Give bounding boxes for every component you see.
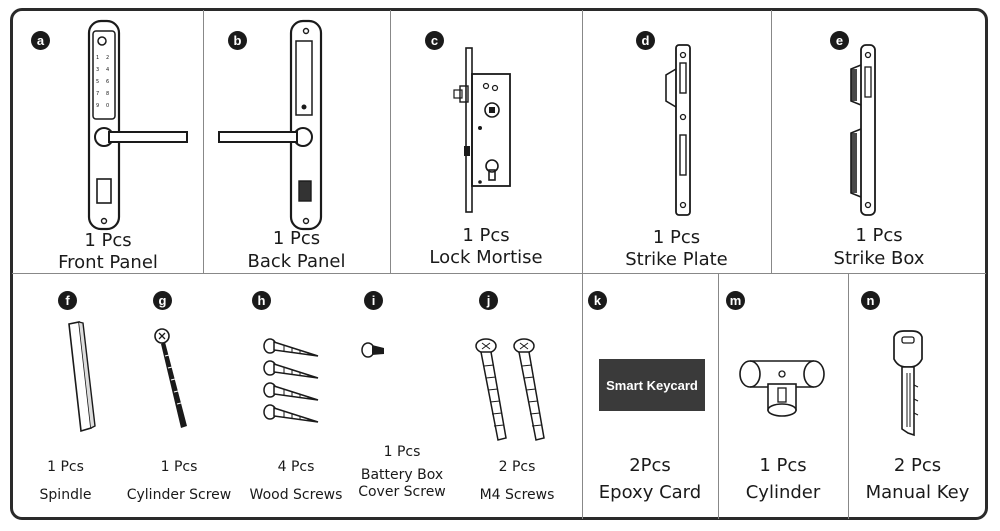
svg-text:6: 6 [106, 79, 109, 85]
battery-cover-screw-icon [361, 342, 384, 358]
svg-text:5: 5 [96, 79, 99, 85]
strike-box-icon [850, 44, 876, 216]
part-letter-badge: a [31, 31, 50, 50]
svg-text:3: 3 [96, 67, 99, 73]
part-cylinder-screw: g 1 Pcs Cylinder Screw [118, 274, 240, 519]
part-letter-badge: d [636, 31, 655, 50]
part-front-panel: a 1 2 3 4 5 6 7 8 9 0 1 Pcs Front Panel [13, 11, 203, 273]
column-divider [718, 273, 719, 519]
part-quantity: 1 Pcs [84, 230, 132, 251]
svg-text:7: 7 [96, 91, 99, 97]
row-divider [12, 273, 986, 274]
manual-key-icon [893, 330, 923, 437]
part-name: Lock Mortise [429, 247, 543, 268]
svg-text:2: 2 [106, 55, 109, 61]
part-letter-badge: i [364, 291, 383, 310]
parts-list-frame [10, 8, 988, 520]
part-name: M4 Screws [479, 487, 555, 503]
cylinder-icon [739, 360, 825, 417]
part-quantity: 1 Pcs [383, 444, 421, 460]
part-spindle: f 1 Pcs Spindle [13, 274, 118, 519]
spindle-icon [68, 321, 96, 433]
column-divider [582, 10, 583, 519]
part-quantity: 4 Pcs [277, 459, 315, 475]
part-quantity: 1 Pcs [47, 459, 84, 475]
part-name: Battery Box [360, 467, 444, 483]
card-label: Smart Keycard [606, 378, 698, 393]
part-letter-badge: k [588, 291, 607, 310]
part-strike-box: e 1 Pcs Strike Box [771, 11, 987, 273]
part-quantity: 1 Pcs [855, 225, 903, 246]
part-name: Manual Key [865, 482, 970, 503]
part-name: Spindle [39, 487, 92, 503]
part-name: Strike Plate [625, 249, 728, 270]
column-divider [848, 273, 849, 519]
part-m4-screws: j 2 Pcs M4 Screws [452, 274, 582, 519]
part-letter-badge: b [228, 31, 247, 50]
part-letter-badge: h [252, 291, 271, 310]
svg-text:8: 8 [106, 91, 109, 97]
part-letter-badge: j [479, 291, 498, 310]
column-divider [390, 10, 391, 273]
part-name: Strike Box [833, 248, 925, 269]
smart-keycard-icon: Smart Keycard [599, 359, 705, 411]
part-quantity: 1 Pcs [160, 459, 198, 475]
part-name-line2: Cover Screw [358, 484, 446, 500]
front-panel-icon: 1 2 3 4 5 6 7 8 9 0 [87, 19, 188, 231]
m4-screws-icon [475, 338, 545, 441]
part-name: Front Panel [58, 252, 158, 273]
part-quantity: 1 Pcs [272, 228, 321, 249]
wood-screws-icon [263, 338, 319, 423]
svg-text:1: 1 [96, 55, 99, 61]
part-name: Cylinder [745, 482, 821, 503]
svg-text:9: 9 [96, 103, 99, 109]
column-divider [203, 10, 204, 273]
part-name: Epoxy Card [598, 482, 702, 503]
part-name: Back Panel [247, 251, 346, 272]
part-manual-key: n 2 Pcs Manual Key [848, 274, 987, 519]
part-back-panel: b 1 Pcs Back Panel [203, 11, 390, 273]
part-name: Cylinder Screw [126, 487, 232, 503]
part-strike-plate: d 1 Pcs Strike Plate [582, 11, 771, 273]
part-letter-badge: f [58, 291, 77, 310]
part-quantity: 1 Pcs [462, 225, 510, 246]
part-letter-badge: m [726, 291, 745, 310]
part-quantity: 2Pcs [629, 455, 671, 476]
part-name: Wood Screws [249, 487, 343, 503]
part-wood-screws: h 4 Pcs Wood Screws [240, 274, 352, 519]
part-quantity: 1 Pcs [759, 455, 807, 476]
cylinder-screw-icon [154, 328, 187, 428]
part-quantity: 2 Pcs [893, 455, 942, 476]
part-epoxy-card: k Smart Keycard 2Pcs Epoxy Card [582, 274, 718, 519]
part-quantity: 1 Pcs [652, 227, 701, 248]
lock-mortise-icon [453, 47, 511, 213]
part-letter-badge: n [861, 291, 880, 310]
back-panel-icon [218, 19, 323, 231]
part-letter-badge: c [425, 31, 444, 50]
part-lock-mortise: c 1 Pcs Lock Mortise [390, 11, 582, 273]
part-letter-badge: g [153, 291, 172, 310]
svg-text:0: 0 [106, 103, 109, 109]
part-battery-box-cover-screw: i 1 Pcs Battery Box Cover Screw [352, 274, 452, 519]
svg-text:4: 4 [106, 67, 109, 73]
column-divider [771, 10, 772, 273]
part-quantity: 2 Pcs [498, 459, 536, 475]
part-letter-badge: e [830, 31, 849, 50]
part-cylinder: m 1 Pcs Cylinder [718, 274, 848, 519]
strike-plate-icon [665, 44, 691, 216]
